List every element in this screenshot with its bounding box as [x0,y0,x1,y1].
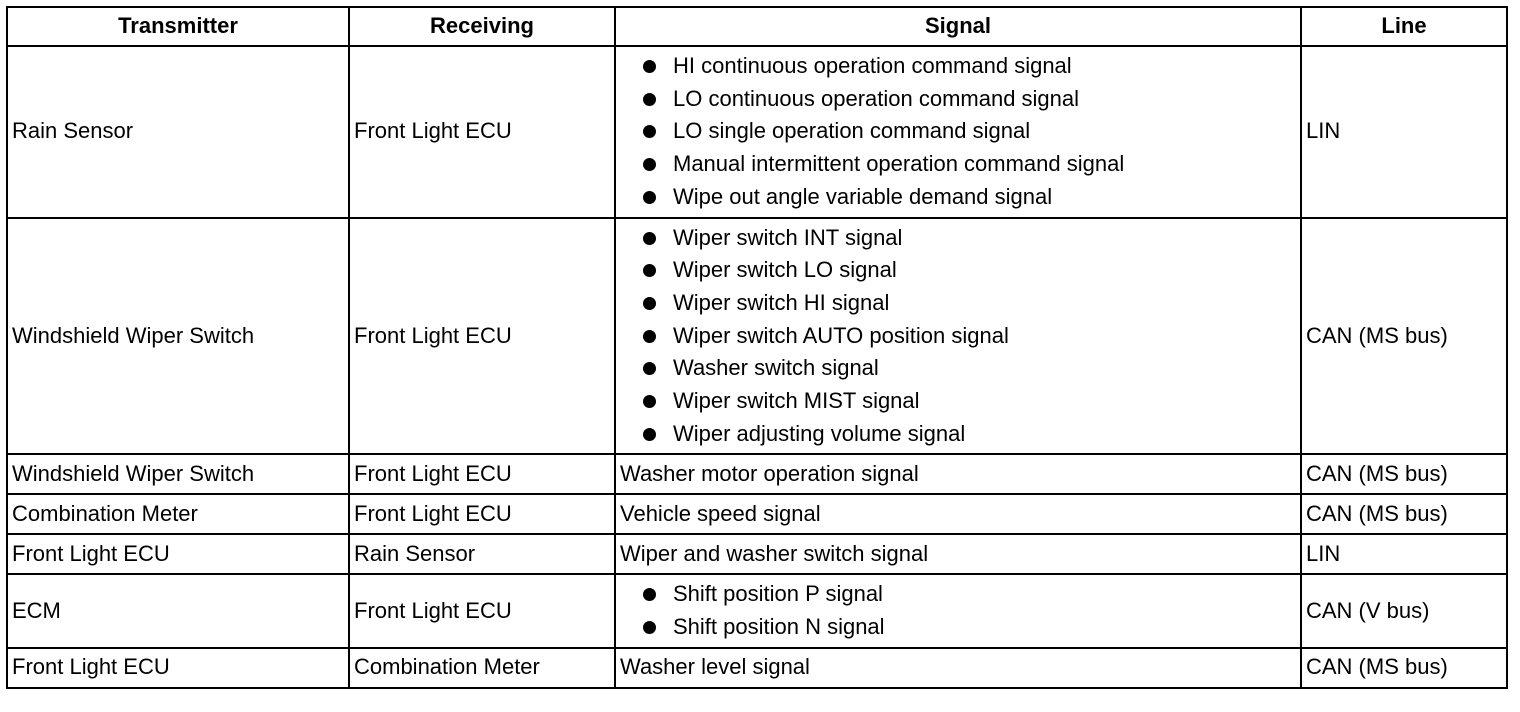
cell-line: CAN (MS bus) [1300,646,1508,689]
signal-list: HI continuous operation command signal L… [620,50,1296,214]
signal-list-item: Washer switch signal [640,352,1296,385]
bullet-icon [643,588,656,602]
signal-list-item: Shift position P signal [640,578,1296,611]
bullet-icon [643,60,656,73]
table-row: ECM Front Light ECU Shift position P sig… [6,573,1508,649]
cell-signal: Wiper and washer switch signal [614,533,1302,576]
table-row: Windshield Wiper Switch Front Light ECU … [6,216,1508,456]
cell-transmitter: Front Light ECU [6,533,350,576]
bullet-icon [643,190,656,204]
table-row: Front Light ECU Rain Sensor Wiper and wa… [6,533,1508,576]
signal-list-item: Wiper switch HI signal [640,287,1296,320]
bullet-icon [643,296,656,310]
cell-receiving: Front Light ECU [348,453,616,496]
cell-receiving: Front Light ECU [348,45,616,219]
bullet-icon [643,231,656,245]
cell-receiving: Rain Sensor [348,533,616,576]
table-header-row: Transmitter Receiving Signal Line [6,6,1508,47]
signal-list: Wiper switch INT signal Wiper switch LO … [620,222,1296,451]
signal-list-item: Wiper switch AUTO position signal [640,320,1296,353]
cell-transmitter: Windshield Wiper Switch [6,453,350,496]
bullet-icon [643,621,656,635]
bullet-icon [643,264,656,278]
table-row: Rain Sensor Front Light ECU HI continuou… [6,45,1508,219]
cell-receiving: Front Light ECU [348,573,616,649]
signal-list-item: Wiper switch INT signal [640,222,1296,255]
cell-transmitter: ECM [6,573,350,649]
cell-transmitter: Windshield Wiper Switch [6,216,350,456]
signal-list-item: Shift position N signal [640,611,1296,644]
signal-list-item: HI continuous operation command signal [640,50,1296,83]
cell-line: CAN (V bus) [1300,573,1508,649]
bullet-icon [643,395,656,409]
cell-line: CAN (MS bus) [1300,216,1508,456]
cell-signal: Washer level signal [614,646,1302,689]
signal-list-item: Wiper switch MIST signal [640,385,1296,418]
cell-receiving: Combination Meter [348,646,616,689]
bullet-icon [643,125,656,139]
signal-list-item: LO single operation command signal [640,115,1296,148]
bullet-icon [643,427,656,441]
table-row: Combination Meter Front Light ECU Vehicl… [6,493,1508,536]
cell-line: CAN (MS bus) [1300,493,1508,536]
cell-receiving: Front Light ECU [348,216,616,456]
header-line: Line [1300,6,1508,47]
header-receiving: Receiving [348,6,616,47]
cell-signal: Washer motor operation signal [614,453,1302,496]
bullet-icon [643,362,656,376]
cell-signal: HI continuous operation command signal L… [614,45,1302,219]
bullet-icon [643,158,656,172]
header-transmitter: Transmitter [6,6,350,47]
cell-transmitter: Rain Sensor [6,45,350,219]
signal-list-item: LO continuous operation command signal [640,83,1296,116]
table-row: Windshield Wiper Switch Front Light ECU … [6,453,1508,496]
header-signal: Signal [614,6,1302,47]
bullet-icon [643,92,656,106]
cell-line: LIN [1300,45,1508,219]
cell-line: LIN [1300,533,1508,576]
signal-list: Shift position P signal Shift position N… [620,578,1296,643]
cell-signal: Wiper switch INT signal Wiper switch LO … [614,216,1302,456]
signal-list-item: Wiper adjusting volume signal [640,418,1296,451]
bullet-icon [643,329,656,343]
table-row: Front Light ECU Combination Meter Washer… [6,646,1508,689]
cell-transmitter: Combination Meter [6,493,350,536]
signal-table: Transmitter Receiving Signal Line Rain S… [6,6,1508,689]
signal-list-item: Manual intermittent operation command si… [640,148,1296,181]
signal-list-item: Wipe out angle variable demand signal [640,181,1296,214]
cell-signal: Vehicle speed signal [614,493,1302,536]
cell-signal: Shift position P signal Shift position N… [614,573,1302,649]
signal-list-item: Wiper switch LO signal [640,254,1296,287]
cell-transmitter: Front Light ECU [6,646,350,689]
cell-receiving: Front Light ECU [348,493,616,536]
cell-line: CAN (MS bus) [1300,453,1508,496]
